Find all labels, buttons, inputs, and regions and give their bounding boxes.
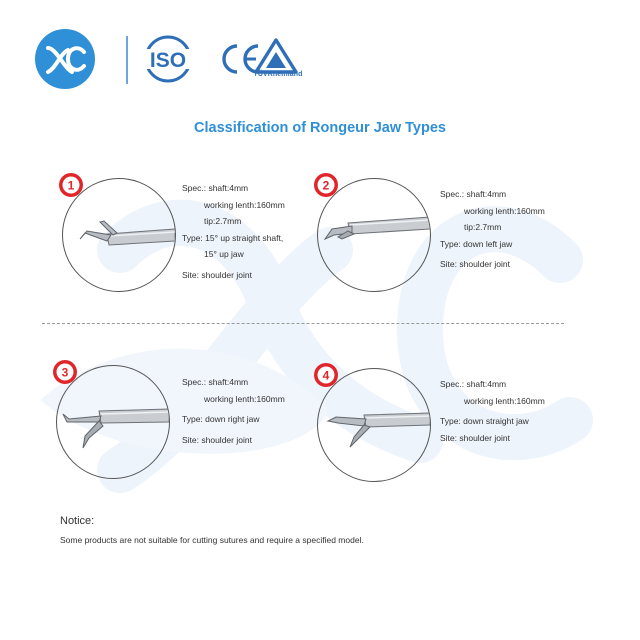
spec-block-4: Spec.: shaft:4mm working lenth:160mm Typ… (440, 376, 545, 446)
iso-mark-icon: ISO (138, 35, 198, 83)
page-title: Classification of Rongeur Jaw Types (194, 120, 446, 136)
spec-tip: tip:2.7mm (204, 216, 242, 226)
jaw-type-1: 1 (59, 173, 362, 298)
notice-title: Notice: (60, 515, 95, 527)
rongeur-down-right-jaw-icon (62, 408, 169, 449)
spec-type: Type: down left jaw (440, 238, 513, 249)
spec-working-length: working lenth:160mm (204, 393, 285, 404)
spec-shaft: Spec.: shaft:4mm (440, 379, 507, 389)
spec-site: Site: shoulder joint (182, 434, 252, 445)
spec-shaft: Spec.: shaft:4mm (182, 183, 249, 193)
badge-3-icon: 3 (53, 360, 77, 384)
jaw-type-2: 2 (314, 173, 617, 298)
iso-label: ISO (150, 49, 186, 72)
spec-tip: tip:2.7mm (464, 222, 502, 232)
badge-number: 2 (323, 179, 330, 193)
rongeur-up-jaw-icon (79, 220, 175, 246)
instrument-image-4 (317, 368, 431, 482)
spec-type-cont: 15° up jaw (204, 249, 244, 259)
spec-block-2: Spec.: shaft:4mm working lenth:160mm tip… (440, 186, 545, 273)
ce-mark-icon (222, 44, 259, 74)
section-divider (42, 323, 564, 324)
spec-type: Type: down right jaw (182, 414, 260, 424)
spec-shaft: Spec.: shaft:4mm (440, 189, 507, 199)
badge-2-icon: 2 (314, 173, 338, 197)
tuv-triangle-icon (254, 38, 298, 74)
spec-site: Site: shoulder joint (182, 269, 252, 280)
instrument-image-2 (317, 178, 431, 292)
spec-working-length: working lenth:160mm (204, 199, 285, 210)
badge-number: 3 (62, 366, 69, 380)
rongeur-down-left-jaw-icon (323, 216, 430, 241)
spec-working-length: working lenth:160mm (464, 205, 545, 216)
rongeur-down-straight-jaw-icon (326, 412, 430, 448)
spec-site: Site: shoulder joint (440, 259, 510, 269)
badge-number: 1 (68, 179, 75, 193)
xc-logo-icon (35, 29, 95, 89)
tuv-label: TÜVRheinland (253, 71, 303, 78)
badge-number: 4 (323, 369, 330, 383)
header-divider (126, 36, 128, 84)
jaw-type-3: 3 (53, 360, 356, 485)
instrument-image-1 (62, 178, 176, 292)
spec-type: Type: down straight jaw (440, 416, 529, 426)
spec-site: Site: shoulder joint (440, 432, 510, 443)
jaw-type-4: 4 (314, 363, 617, 488)
spec-working-length: working lenth:160mm (464, 395, 545, 406)
badge-1-icon: 1 (59, 173, 83, 197)
badge-4-icon: 4 (314, 363, 338, 387)
spec-block-3: Spec.: shaft:4mm working lenth:160mm Typ… (182, 374, 285, 448)
notice-text: Some products are not suitable for cutti… (60, 535, 364, 545)
instrument-image-3 (56, 365, 170, 479)
spec-shaft: Spec.: shaft:4mm (182, 377, 249, 387)
spec-block-1: Spec.: shaft:4mm working lenth:160mm tip… (182, 180, 285, 283)
header: ISO TÜVRheinland (34, 24, 354, 94)
spec-type: Type: 15° up straight shaft, (182, 232, 284, 243)
